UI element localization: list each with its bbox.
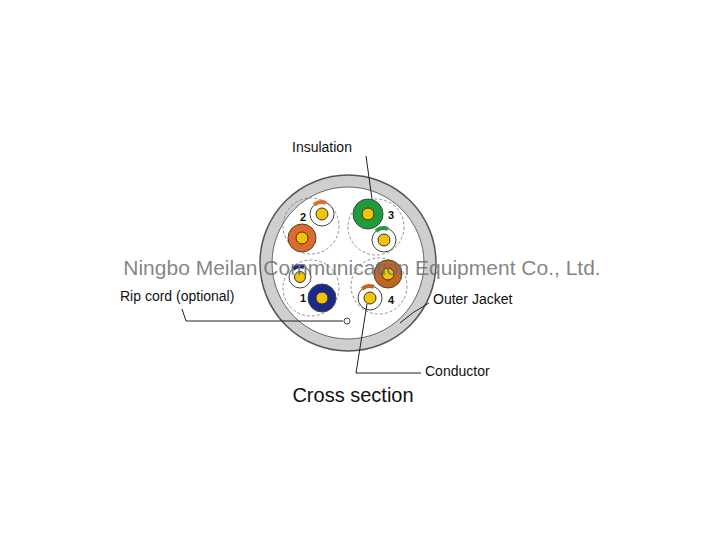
callout-number: 1 bbox=[299, 292, 307, 304]
part-label: Outer Jacket bbox=[433, 292, 512, 307]
callout-number: 2 bbox=[299, 211, 307, 223]
part-label: Conductor bbox=[425, 364, 490, 379]
caption: Cross section bbox=[292, 384, 413, 406]
watermark: Ningbo Meilan Communication Equipment Co… bbox=[123, 256, 600, 279]
part-label: Insulation bbox=[292, 140, 352, 155]
rip-cord bbox=[344, 318, 350, 324]
callout-number: 3 bbox=[387, 209, 395, 221]
callout-number: 4 bbox=[387, 294, 395, 306]
pair-2 bbox=[288, 202, 334, 252]
part-label: Rip cord (optional) bbox=[120, 289, 234, 304]
pair-3 bbox=[353, 199, 396, 252]
